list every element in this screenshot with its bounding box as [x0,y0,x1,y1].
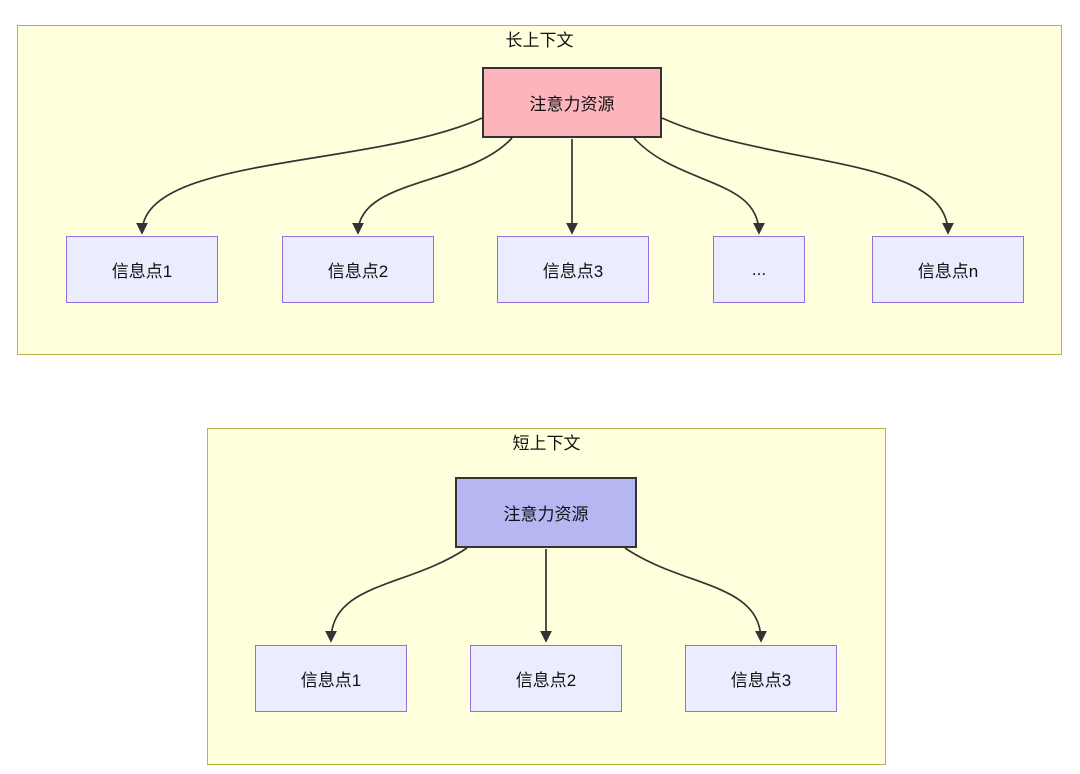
info-node-short-3-label: 信息点3 [730,671,792,690]
info-node-long-3: 信息点3 [497,236,649,303]
info-node-short-3: 信息点3 [685,645,837,712]
info-node-long-ellipsis: ... [713,236,805,303]
short-context-title: 短上下文 [512,434,581,453]
info-node-short-1-label: 信息点1 [300,671,362,690]
info-node-long-1: 信息点1 [66,236,218,303]
info-node-long-n-label: 信息点n [917,262,979,281]
info-node-long-n: 信息点n [872,236,1024,303]
info-node-short-2-label: 信息点2 [515,671,577,690]
info-node-long-1-label: 信息点1 [111,262,173,281]
info-node-long-2: 信息点2 [282,236,434,303]
attention-node-short: 注意力资源 [455,477,637,548]
long-context-title: 长上下文 [505,31,574,50]
attention-node-long: 注意力资源 [482,67,662,138]
attention-node-short-label: 注意力资源 [503,505,589,524]
info-node-short-1: 信息点1 [255,645,407,712]
info-node-long-2-label: 信息点2 [327,262,389,281]
attention-node-long-label: 注意力资源 [529,95,615,114]
info-node-short-2: 信息点2 [470,645,622,712]
info-node-long-3-label: 信息点3 [542,262,604,281]
info-node-long-ellipsis-label: ... [751,259,767,279]
